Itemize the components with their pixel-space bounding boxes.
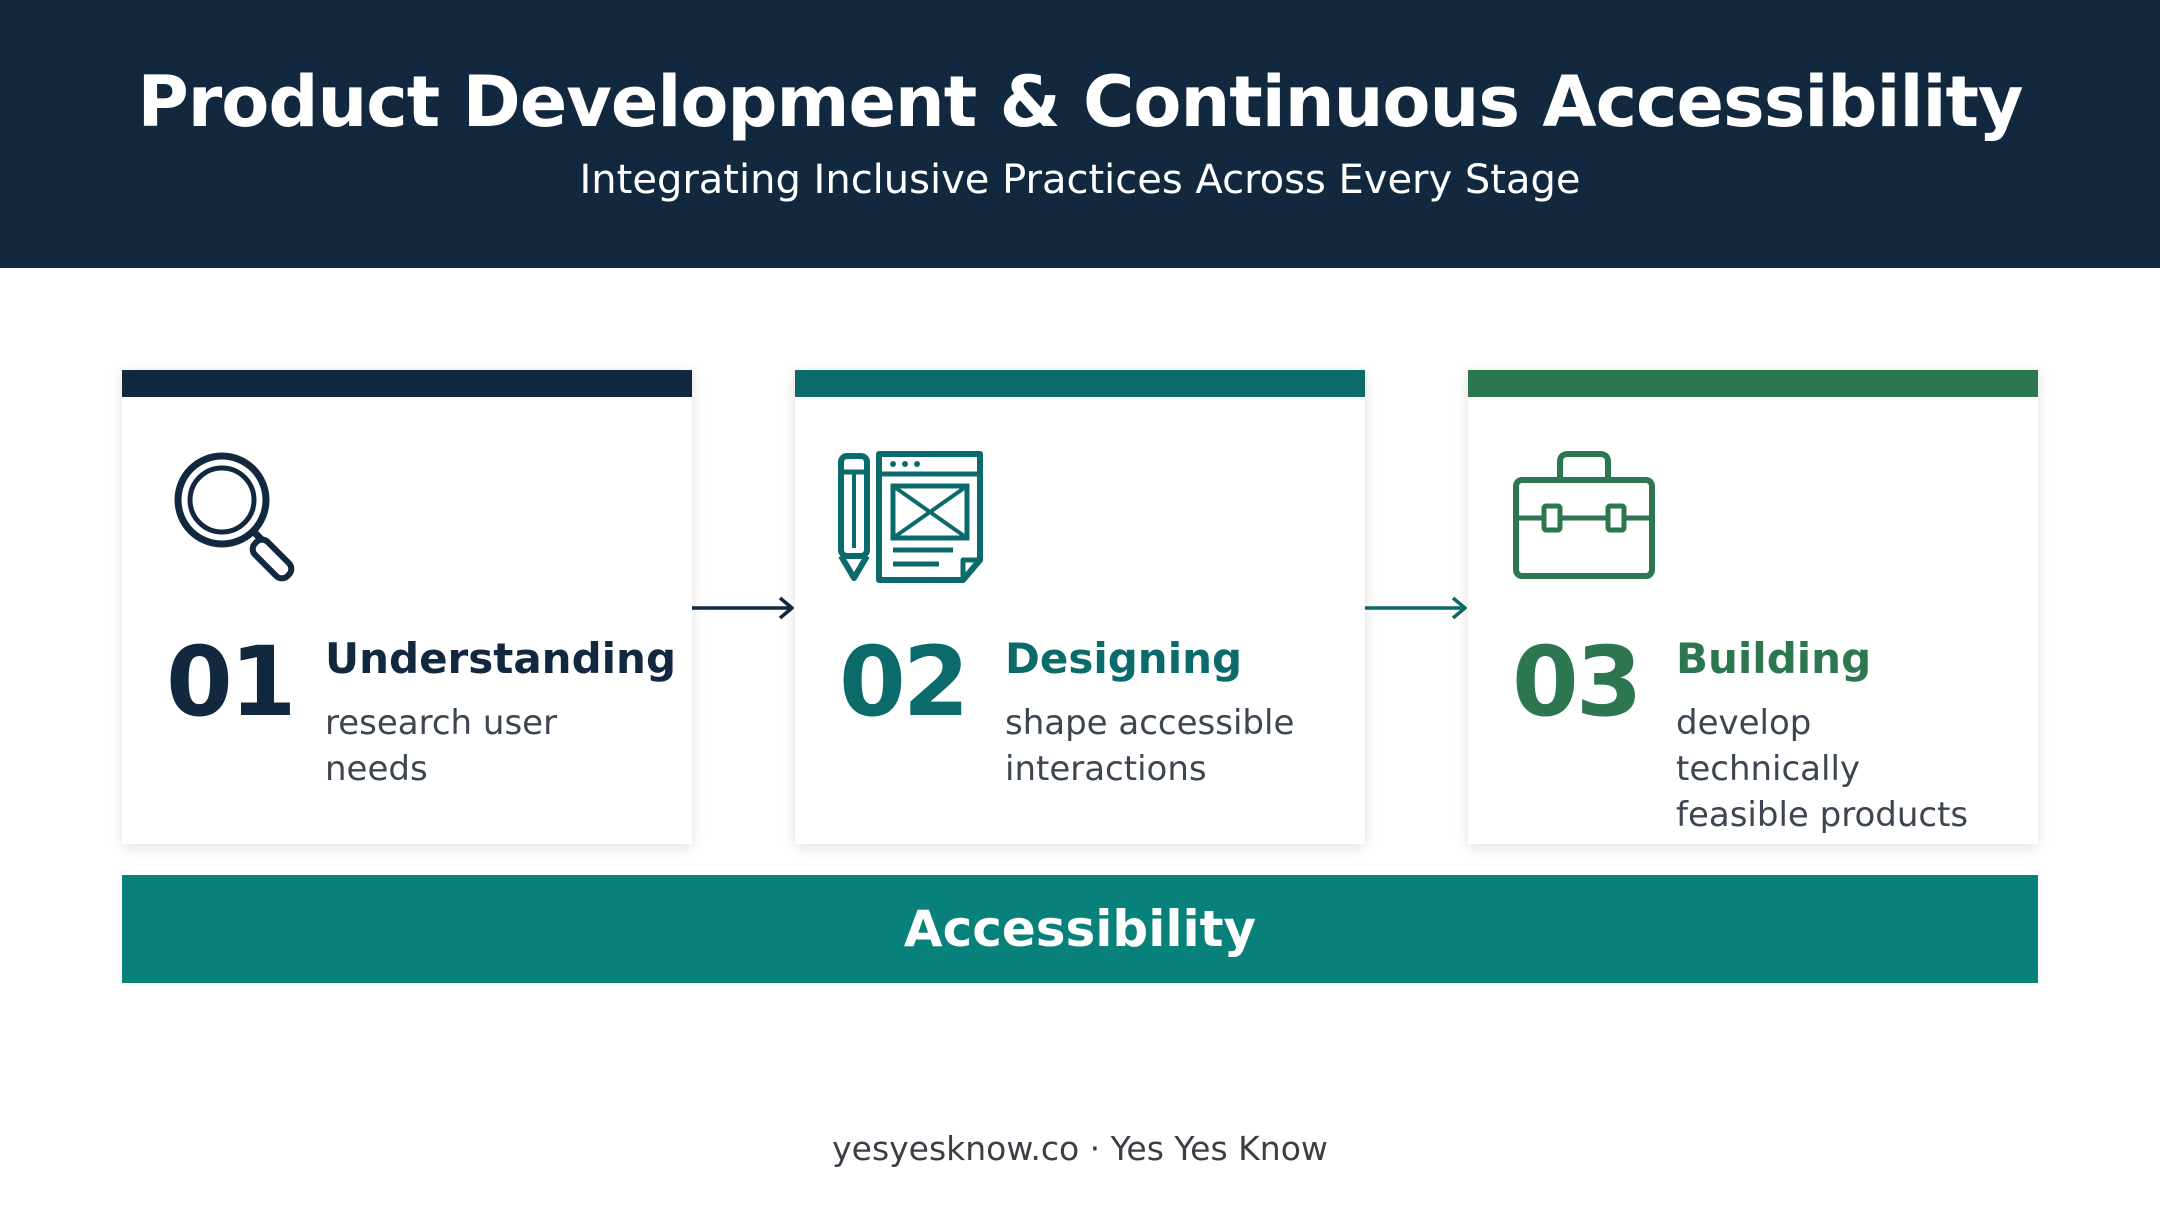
card-accent-bar — [795, 370, 1365, 397]
page-title: Product Development & Continuous Accessi… — [137, 61, 2023, 143]
card-accent-bar — [122, 370, 692, 397]
design-wireframe-icon — [838, 451, 983, 583]
stage-description: shape accessible interactions — [1005, 703, 1295, 789]
arrow-right-icon — [1365, 596, 1467, 620]
stage-title: Designing — [1005, 634, 1243, 683]
stage-description: develop technically feasible products — [1676, 703, 1969, 835]
footer-credit: yesyesknow.co · Yes Yes Know — [832, 1129, 1328, 1168]
stage-card-understanding: 01 Understanding research user needs — [122, 370, 692, 844]
header: Product Development & Continuous Accessi… — [0, 0, 2160, 268]
stage-card-designing: 02 Designing shape accessible interactio… — [795, 370, 1365, 844]
stage-number: 02 — [839, 626, 970, 738]
stage-title: Understanding — [325, 634, 677, 683]
page-subtitle: Integrating Inclusive Practices Across E… — [579, 157, 1581, 203]
toolbox-icon — [1513, 451, 1655, 579]
card-accent-bar — [1468, 370, 2038, 397]
magnifying-glass-icon — [174, 452, 295, 582]
banner-label: Accessibility — [903, 900, 1257, 958]
arrow-right-icon — [692, 596, 794, 620]
stage-description: research user needs — [325, 703, 558, 789]
stage-number: 03 — [1512, 626, 1643, 738]
accessibility-banner: Accessibility — [122, 875, 2038, 983]
stage-title: Building — [1676, 634, 1872, 683]
stage-number: 01 — [166, 626, 297, 738]
stage-card-building: 03 Building develop technically feasible… — [1468, 370, 2038, 844]
